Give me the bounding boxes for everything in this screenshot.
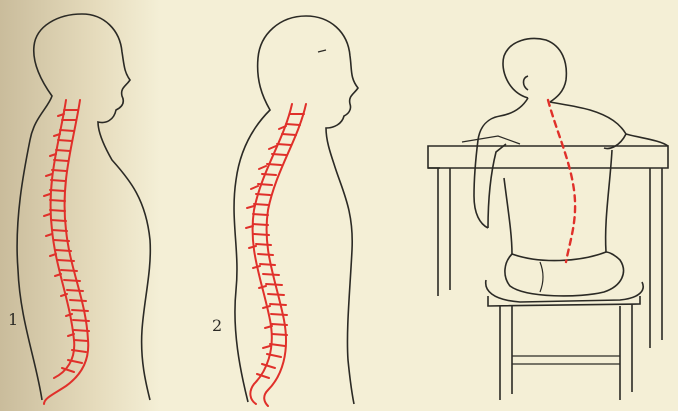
figure-2-label: 2: [212, 318, 222, 334]
paper-shadow: [0, 0, 160, 411]
figure-1-label: 1: [8, 312, 18, 328]
